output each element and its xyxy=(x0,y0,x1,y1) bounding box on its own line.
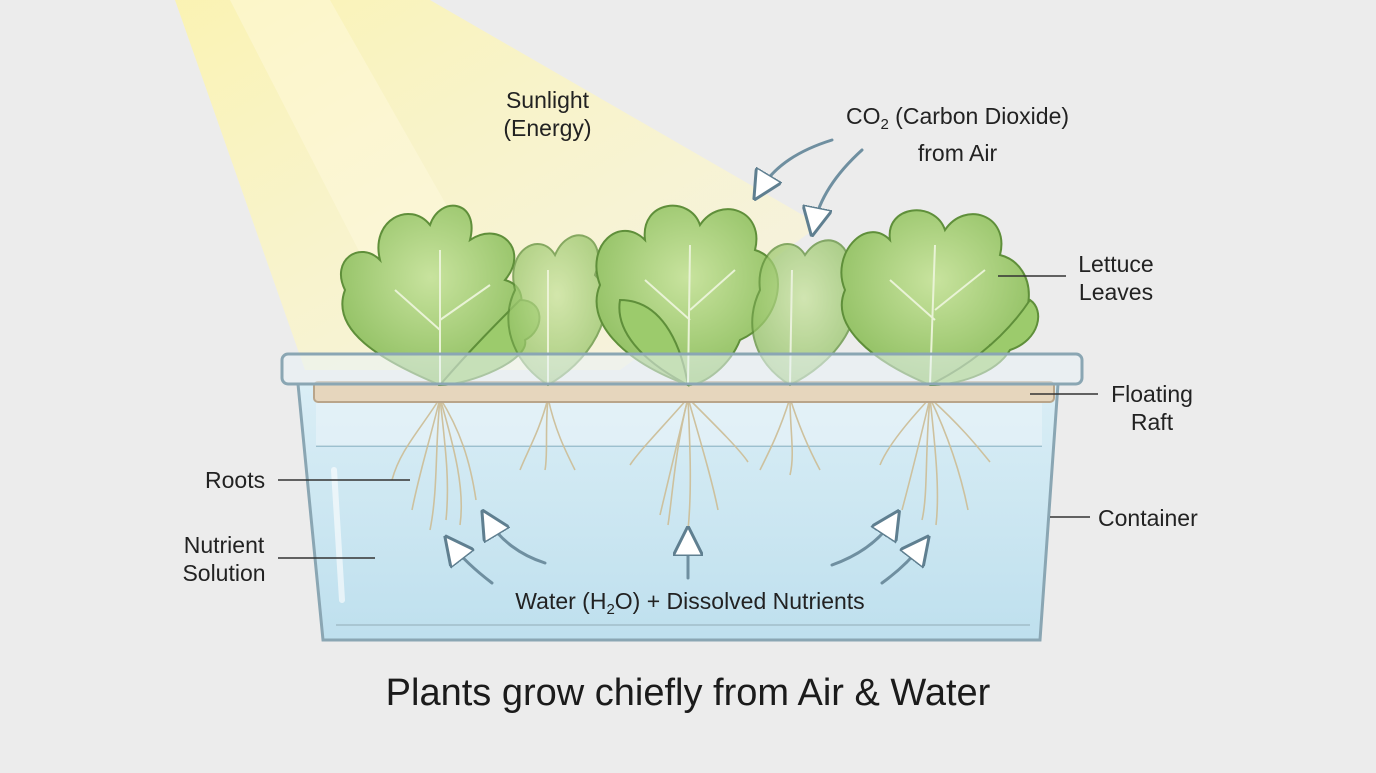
lettuce-label-line2: Leaves xyxy=(1078,279,1154,305)
container-rim xyxy=(280,352,1084,386)
raft-label-line2: Raft xyxy=(1130,409,1174,435)
sunlight-label-line1: Sunlight xyxy=(505,87,590,113)
co2-subscript: 2 xyxy=(880,116,889,133)
nutrient-label-line1: Nutrient xyxy=(183,532,265,558)
roots xyxy=(391,397,991,531)
nutrient-arrow-icon xyxy=(452,545,494,585)
water-prefix: Water (H xyxy=(515,588,607,614)
nutrient-arrow-icon xyxy=(830,520,893,567)
co2-arrow-icon xyxy=(760,138,834,190)
leader-lines xyxy=(278,275,1098,559)
raft-label-line1: Floating xyxy=(1111,381,1193,407)
lettuce-label-line1: Lettuce xyxy=(1078,251,1154,277)
nutrient-arrows xyxy=(452,520,922,585)
caption: Plants grow chiefly from Air & Water xyxy=(385,672,991,714)
co2-arrow-icon xyxy=(814,148,864,225)
co2-arrows xyxy=(760,138,864,225)
co2-rest: (Carbon Dioxide) xyxy=(888,103,1070,129)
water-subscript: 2 xyxy=(606,601,615,618)
water-rest: O) + Dissolved Nutrients xyxy=(614,588,865,614)
raft-label: Floating Raft xyxy=(1100,380,1204,436)
water-label: Water (H2O) + Dissolved Nutrients xyxy=(450,587,930,624)
roots-label: Roots xyxy=(205,467,266,493)
co2-label: CO2 (Carbon Dioxide) from Air xyxy=(820,102,1095,167)
co2-label-line1: CO2 (Carbon Dioxide) xyxy=(820,102,1095,139)
nutrient-label: Nutrient Solution xyxy=(172,531,276,587)
sunlight-label-line2: (Energy) xyxy=(503,115,592,141)
co2-prefix: CO xyxy=(845,103,881,129)
lettuce-plant-5 xyxy=(840,209,1040,387)
lettuce-label: Lettuce Leaves xyxy=(1066,250,1166,306)
nutrient-label-line2: Solution xyxy=(182,560,266,586)
nutrient-arrow-icon xyxy=(880,545,922,585)
co2-label-line2: from Air xyxy=(917,140,998,166)
lettuce-plants xyxy=(339,204,1040,387)
sunlight-label: Sunlight (Energy) xyxy=(480,86,615,142)
container-label: Container xyxy=(1098,505,1198,531)
nutrient-arrow-icon xyxy=(488,520,547,565)
